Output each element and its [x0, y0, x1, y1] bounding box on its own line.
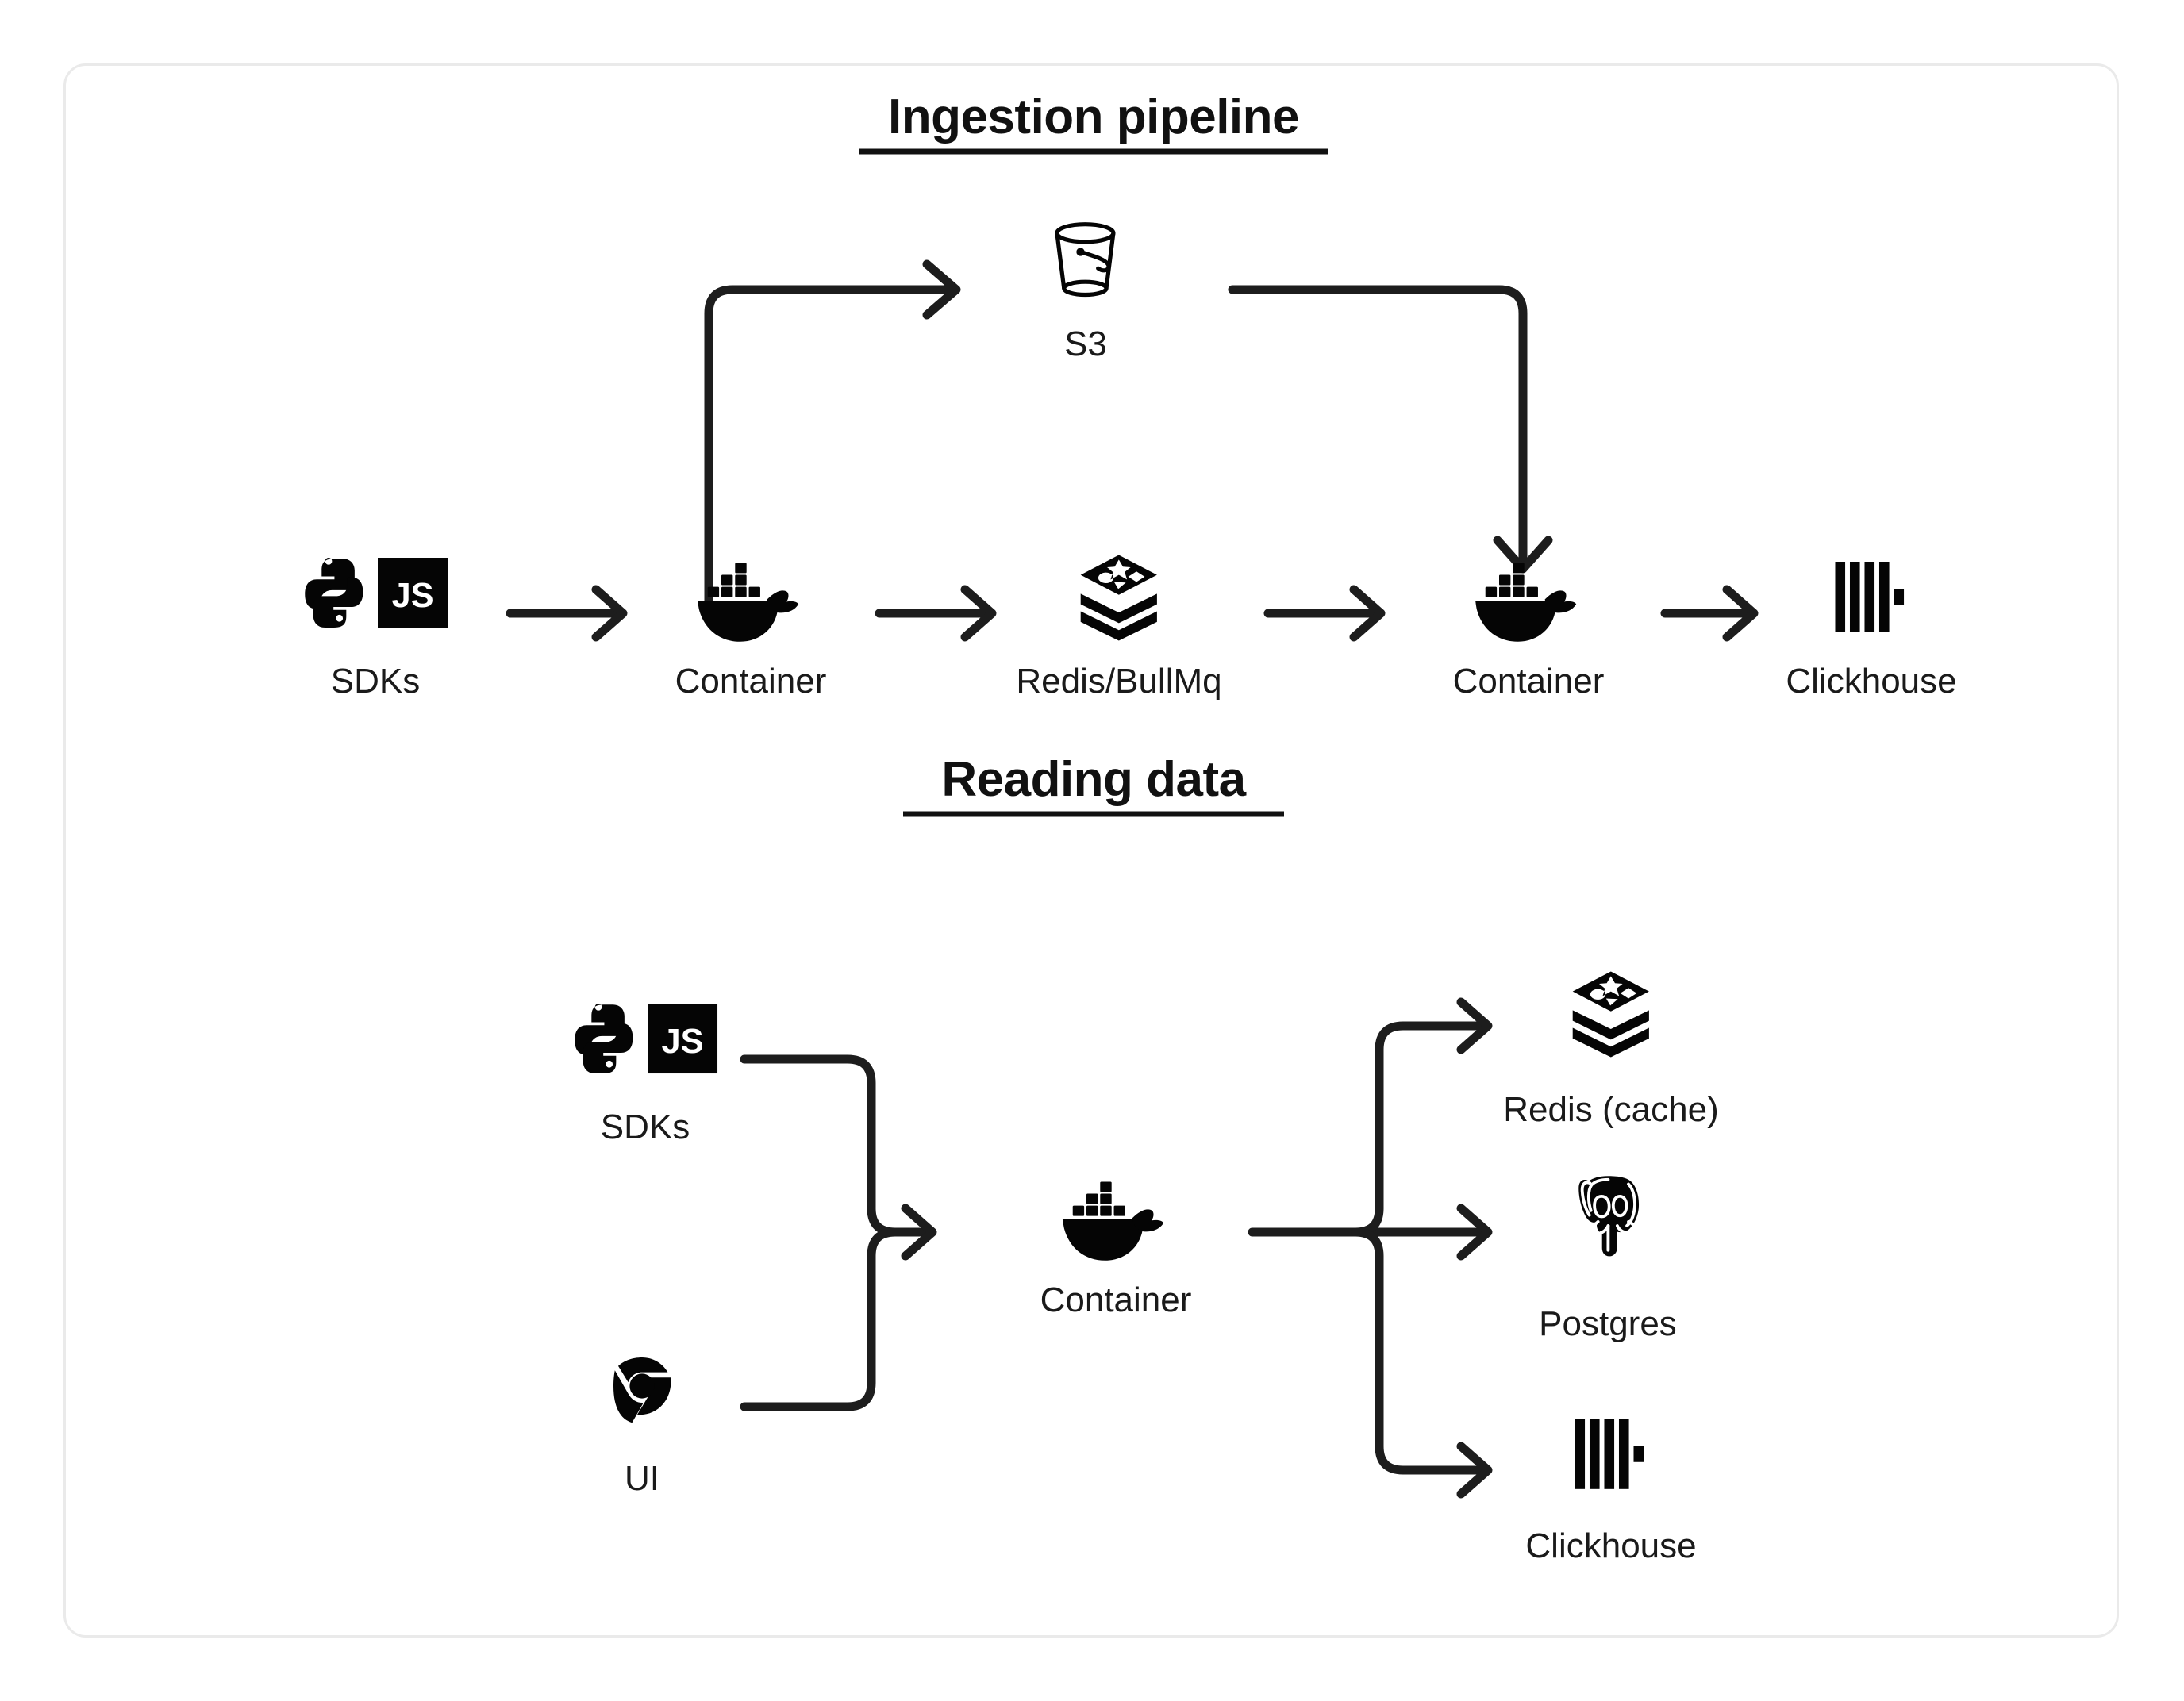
node-s3[interactable]: S3: [1057, 225, 1113, 363]
node-label-ui: UI: [625, 1459, 659, 1498]
node-redis-bullmq[interactable]: Redis/BullMq: [1016, 555, 1222, 701]
edge-redis-to-container2: [1263, 585, 1386, 642]
node-label-sdks-top: SDKs: [331, 662, 420, 701]
section-ingestion: Ingestion pipeline: [305, 90, 1957, 701]
section-title-reading: Reading data: [941, 752, 1246, 807]
chrome-icon: [613, 1357, 671, 1423]
diagram-card: Ingestion pipeline: [63, 63, 2119, 1638]
node-label-container-1: Container: [675, 662, 827, 701]
node-container-1[interactable]: Container: [675, 563, 827, 701]
edge-sdks-to-container1: [506, 585, 628, 642]
redis-icon: [1080, 555, 1157, 641]
node-sdks-top[interactable]: JS SDKs: [305, 558, 448, 701]
edge-container3-to-clickhouse: [1351, 1227, 1493, 1499]
javascript-badge-label: JS: [661, 1023, 703, 1061]
edge-container3-to-redis-cache: [1351, 997, 1493, 1237]
clickhouse-icon: [1835, 562, 1905, 632]
architecture-diagram: Ingestion pipeline: [305, 90, 1957, 1565]
node-sdks-bottom[interactable]: JS SDKs: [575, 1004, 718, 1146]
docker-icon: [1475, 563, 1577, 642]
node-label-redis-bullmq: Redis/BullMq: [1016, 662, 1221, 701]
javascript-icon: JS: [648, 1004, 718, 1074]
node-label-redis-cache: Redis (cache): [1503, 1090, 1718, 1129]
node-label-s3: S3: [1064, 324, 1107, 363]
edge-s3-to-container2: [1228, 285, 1553, 574]
node-label-container-2: Container: [1453, 662, 1605, 701]
node-clickhouse-top[interactable]: Clickhouse: [1786, 562, 1957, 701]
redis-icon: [1572, 971, 1649, 1058]
node-label-sdks-bottom: SDKs: [601, 1108, 690, 1146]
edge-container2-to-clickhouse: [1660, 585, 1759, 642]
node-ui[interactable]: UI: [613, 1357, 671, 1498]
node-container-2[interactable]: Container: [1453, 563, 1605, 701]
node-postgres[interactable]: Postgres: [1539, 1174, 1677, 1343]
edge-container1-to-s3: [704, 259, 961, 618]
node-label-postgres: Postgres: [1539, 1304, 1677, 1343]
python-icon: [575, 1004, 633, 1074]
s3-bucket-icon: [1057, 225, 1113, 295]
docker-icon: [1062, 1181, 1164, 1261]
edge-ui-to-container3: [740, 1204, 937, 1411]
node-label-clickhouse-bottom: Clickhouse: [1525, 1526, 1696, 1565]
python-icon: [305, 558, 363, 628]
postgres-icon: [1577, 1174, 1640, 1258]
javascript-badge-label: JS: [391, 577, 433, 615]
node-container-3[interactable]: Container: [1040, 1181, 1192, 1319]
node-clickhouse-bottom[interactable]: Clickhouse: [1525, 1419, 1697, 1565]
node-label-container-3: Container: [1040, 1281, 1192, 1319]
node-redis-cache[interactable]: Redis (cache): [1503, 971, 1719, 1129]
node-label-clickhouse-top: Clickhouse: [1786, 662, 1956, 701]
clickhouse-icon: [1575, 1419, 1644, 1489]
javascript-icon: JS: [378, 558, 448, 628]
edge-container1-to-redis: [875, 585, 997, 642]
section-reading: Reading data: [575, 752, 1719, 1565]
section-title-ingestion: Ingestion pipeline: [888, 90, 1299, 144]
